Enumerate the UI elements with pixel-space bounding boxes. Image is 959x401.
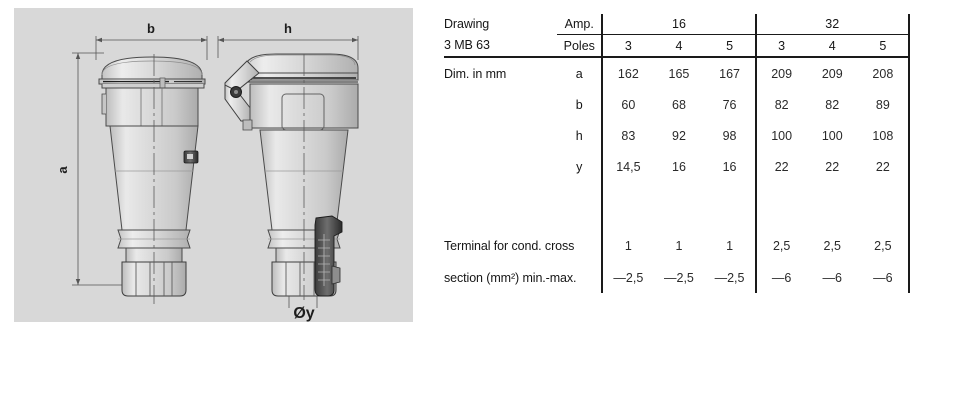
cell-poles-16-4: 4 (653, 34, 705, 58)
cell-blank (444, 182, 557, 230)
technical-drawing-panel: b h a Øy (14, 8, 413, 322)
cell-right-rule (907, 151, 911, 182)
cell-right-rule (907, 34, 911, 57)
cell-blank (557, 182, 602, 230)
cell-right-rule (907, 89, 911, 120)
cell-poles-32-4: 4 (806, 34, 858, 58)
cell-symbol-y: y (576, 159, 583, 174)
table-row-terminal-max: section (mm²) min.-max. —2,5 —2,5 —2,5 —… (444, 262, 911, 293)
cell-blank (444, 89, 557, 120)
cell-tmax-32-3: —6 (754, 262, 807, 293)
table-header-row-amp: Drawing Amp. 16 32 (444, 14, 911, 35)
cell-y-16-5: 16 (722, 159, 737, 174)
cell-right-rule (907, 14, 911, 35)
cell-y-16-3: 14,5 (601, 151, 654, 182)
technical-drawing-svg: b h a Øy (55, 21, 359, 322)
dimension-label-oy: Øy (293, 305, 314, 322)
side-view (217, 36, 359, 308)
cell-blank (705, 182, 756, 230)
dimension-a (72, 52, 126, 286)
cell-terminal-label-1: Terminal for cond. cross (444, 239, 575, 253)
cell-tmax-32-5: —6 (873, 270, 893, 285)
cell-tmin-32-4: 2,5 (823, 239, 841, 253)
cell-b-32-3: 82 (754, 89, 807, 120)
table-spacer-row (444, 182, 911, 230)
cable-clamp (314, 215, 343, 297)
dimension-label-b: b (147, 21, 155, 36)
cell-blank (444, 151, 557, 182)
cell-b-16-3: 60 (601, 89, 654, 120)
cell-y-32-3: 22 (754, 151, 807, 182)
cell-blank (653, 182, 704, 230)
cell-y-16-4: 16 (672, 159, 686, 174)
front-view (72, 36, 208, 304)
cell-tmin-16-5: 1 (726, 239, 734, 253)
cell-amp-label: Amp. (557, 14, 603, 35)
cell-y-32-4: 22 (825, 159, 840, 174)
cell-right-rule (907, 262, 911, 293)
cell-tmax-16-4: —2,5 (664, 270, 694, 285)
cell-terminal-label-2: section (mm²) min.-max. (444, 270, 577, 285)
cell-right-rule (907, 182, 911, 230)
dimension-oy (288, 296, 318, 308)
cell-b-32-5: 89 (875, 97, 890, 112)
cell-h-32-3: 100 (754, 120, 807, 151)
cell-poles-32-5: 5 (857, 34, 909, 58)
cell-a-32-5: 208 (872, 66, 894, 81)
cell-right-rule (907, 230, 911, 262)
cell-symbol-h: h (575, 128, 583, 143)
cell-a-16-5: 167 (719, 66, 740, 81)
cell-blank (858, 182, 909, 230)
table-row-b: b 60 68 76 82 82 89 (444, 89, 911, 120)
table-row-h: h 83 92 98 100 100 108 (444, 120, 911, 151)
cell-right-rule (907, 120, 911, 151)
dimension-h (217, 36, 359, 60)
cell-drawing-code: 3 MB 63 (444, 34, 558, 58)
cell-h-16-5: 98 (722, 128, 737, 143)
cell-symbol-a: a (575, 66, 583, 81)
cell-tmin-32-3: 2,5 (754, 230, 807, 262)
cell-poles-32-3: 3 (754, 34, 807, 58)
cell-amp-group-32: 32 (754, 14, 909, 35)
cell-amp-group-16: 16 (601, 14, 756, 35)
cell-drawing-label: Drawing (444, 17, 490, 32)
cell-blank (754, 182, 807, 230)
cell-tmin-32-5: 2,5 (874, 239, 892, 253)
cell-tmax-16-3: —2,5 (601, 262, 654, 293)
dimension-b (95, 36, 208, 60)
cell-poles-label: Poles (557, 34, 603, 58)
cell-y-32-5: 22 (875, 159, 890, 174)
cell-tmax-32-4: —6 (822, 270, 842, 285)
cell-right-rule (907, 57, 911, 89)
table-row-terminal-min: Terminal for cond. cross 1 1 1 2,5 2,5 2… (444, 230, 911, 262)
cell-poles-16-5: 5 (704, 34, 756, 58)
cell-h-32-4: 100 (821, 128, 843, 143)
cell-blank (601, 182, 654, 230)
cell-h-16-4: 92 (672, 128, 686, 143)
cell-b-16-4: 68 (672, 97, 686, 112)
cell-symbol-b: b (575, 97, 583, 112)
cell-a-16-4: 165 (668, 66, 690, 81)
cell-tmin-16-4: 1 (675, 239, 683, 253)
specification-table: Drawing Amp. 16 32 3 MB 63 Poles 3 4 5 3… (444, 14, 911, 293)
cell-poles-16-3: 3 (601, 34, 654, 58)
cell-tmin-16-3: 1 (601, 230, 654, 262)
table-row-y: y 14,5 16 16 22 22 22 (444, 151, 911, 182)
cell-a-16-3: 162 (601, 57, 654, 89)
cell-h-16-3: 83 (601, 120, 654, 151)
cell-dim-label: Dim. in mm (444, 66, 507, 81)
cell-h-32-5: 108 (872, 128, 894, 143)
cell-tmax-16-5: —2,5 (714, 270, 745, 285)
cell-a-32-3: 209 (754, 57, 807, 89)
table-header-row-poles: 3 MB 63 Poles 3 4 5 3 4 5 (444, 34, 911, 58)
cell-b-16-5: 76 (722, 97, 737, 112)
table-row-a: Dim. in mm a 162 165 167 209 209 208 (444, 57, 911, 89)
cell-blank (807, 182, 858, 230)
cell-a-32-4: 209 (821, 66, 843, 81)
dimension-label-a: a (55, 166, 70, 174)
specification-table-container: Drawing Amp. 16 32 3 MB 63 Poles 3 4 5 3… (444, 14, 914, 319)
cell-blank (444, 120, 557, 151)
cell-b-32-4: 82 (825, 97, 840, 112)
dimension-label-h: h (284, 21, 292, 36)
